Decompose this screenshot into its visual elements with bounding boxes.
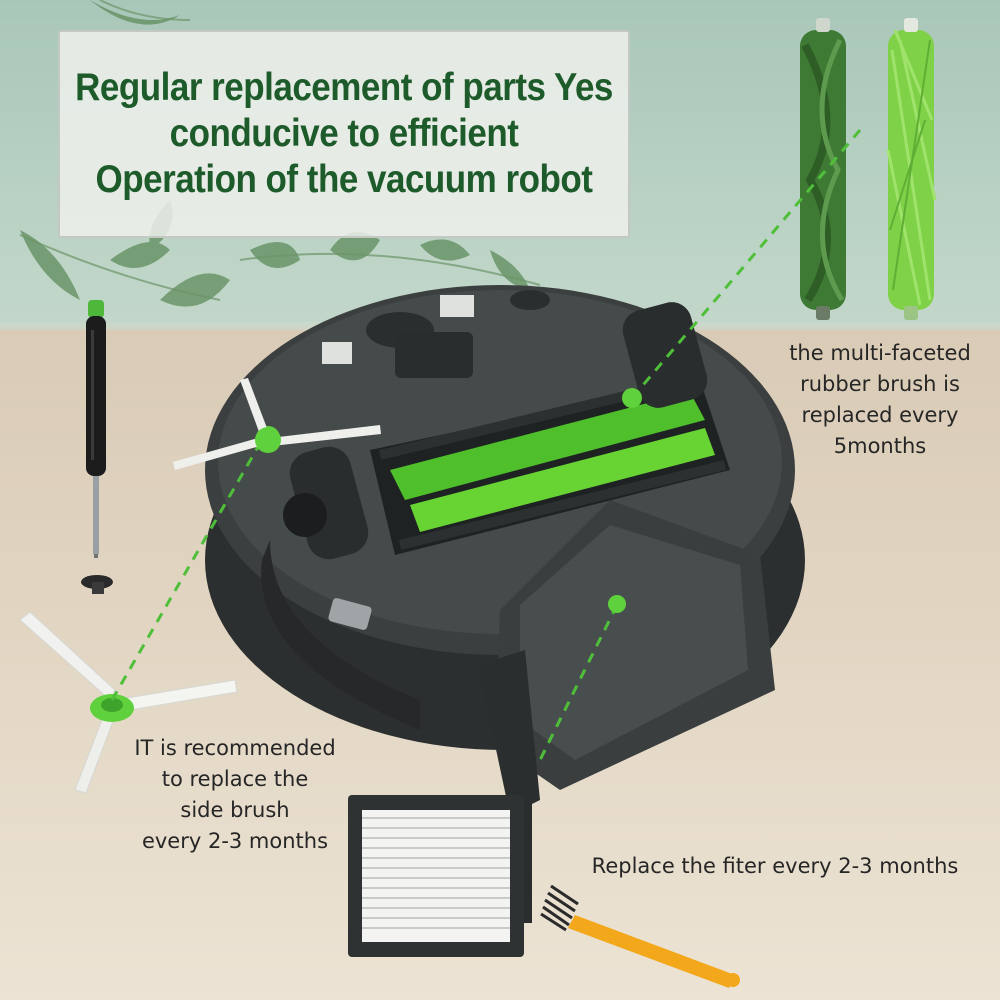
side-brush-caption-line-3: side brush	[180, 798, 290, 822]
side-brush-caption: IT is recommended to replace the side br…	[110, 733, 360, 857]
screwdriver-icon	[86, 300, 106, 558]
screw-icon	[81, 575, 113, 594]
rubber-brush-caption-line-3: replaced every	[801, 403, 959, 427]
rubber-roller-dark-icon	[800, 18, 846, 320]
rubber-roller-light-icon	[886, 18, 937, 320]
title-line-3: Operation of the vacuum robot	[95, 158, 593, 201]
rubber-brush-caption-line-4: 5months	[833, 434, 927, 458]
guide-lines	[110, 129, 862, 761]
rubber-brush-caption: the multi-faceted rubber brush is replac…	[770, 338, 990, 462]
side-brush-caption-line-4: every 2-3 months	[141, 829, 329, 853]
plant-stems	[19, 0, 541, 301]
title-line-1: Regular replacement of parts Yes	[75, 66, 613, 109]
title-banner: Regular replacement of parts Yes conduci…	[58, 30, 630, 238]
side-brush-caption-line-1: IT is recommended	[134, 736, 336, 760]
rubber-brush-caption-line-1: the multi-faceted	[789, 341, 971, 365]
title-line-2: conducive to efficient	[169, 112, 519, 155]
side-brush-icon	[19, 611, 238, 794]
filter-caption: Replace the fiter every 2-3 months	[591, 854, 959, 878]
side-brush-caption-line-2: to replace the	[161, 767, 309, 791]
robot-side-brush	[173, 378, 381, 470]
hepa-filter-icon	[348, 795, 532, 957]
rubber-brush-caption-line-2: rubber brush is	[800, 372, 960, 396]
cleaning-brush-icon	[540, 884, 740, 988]
